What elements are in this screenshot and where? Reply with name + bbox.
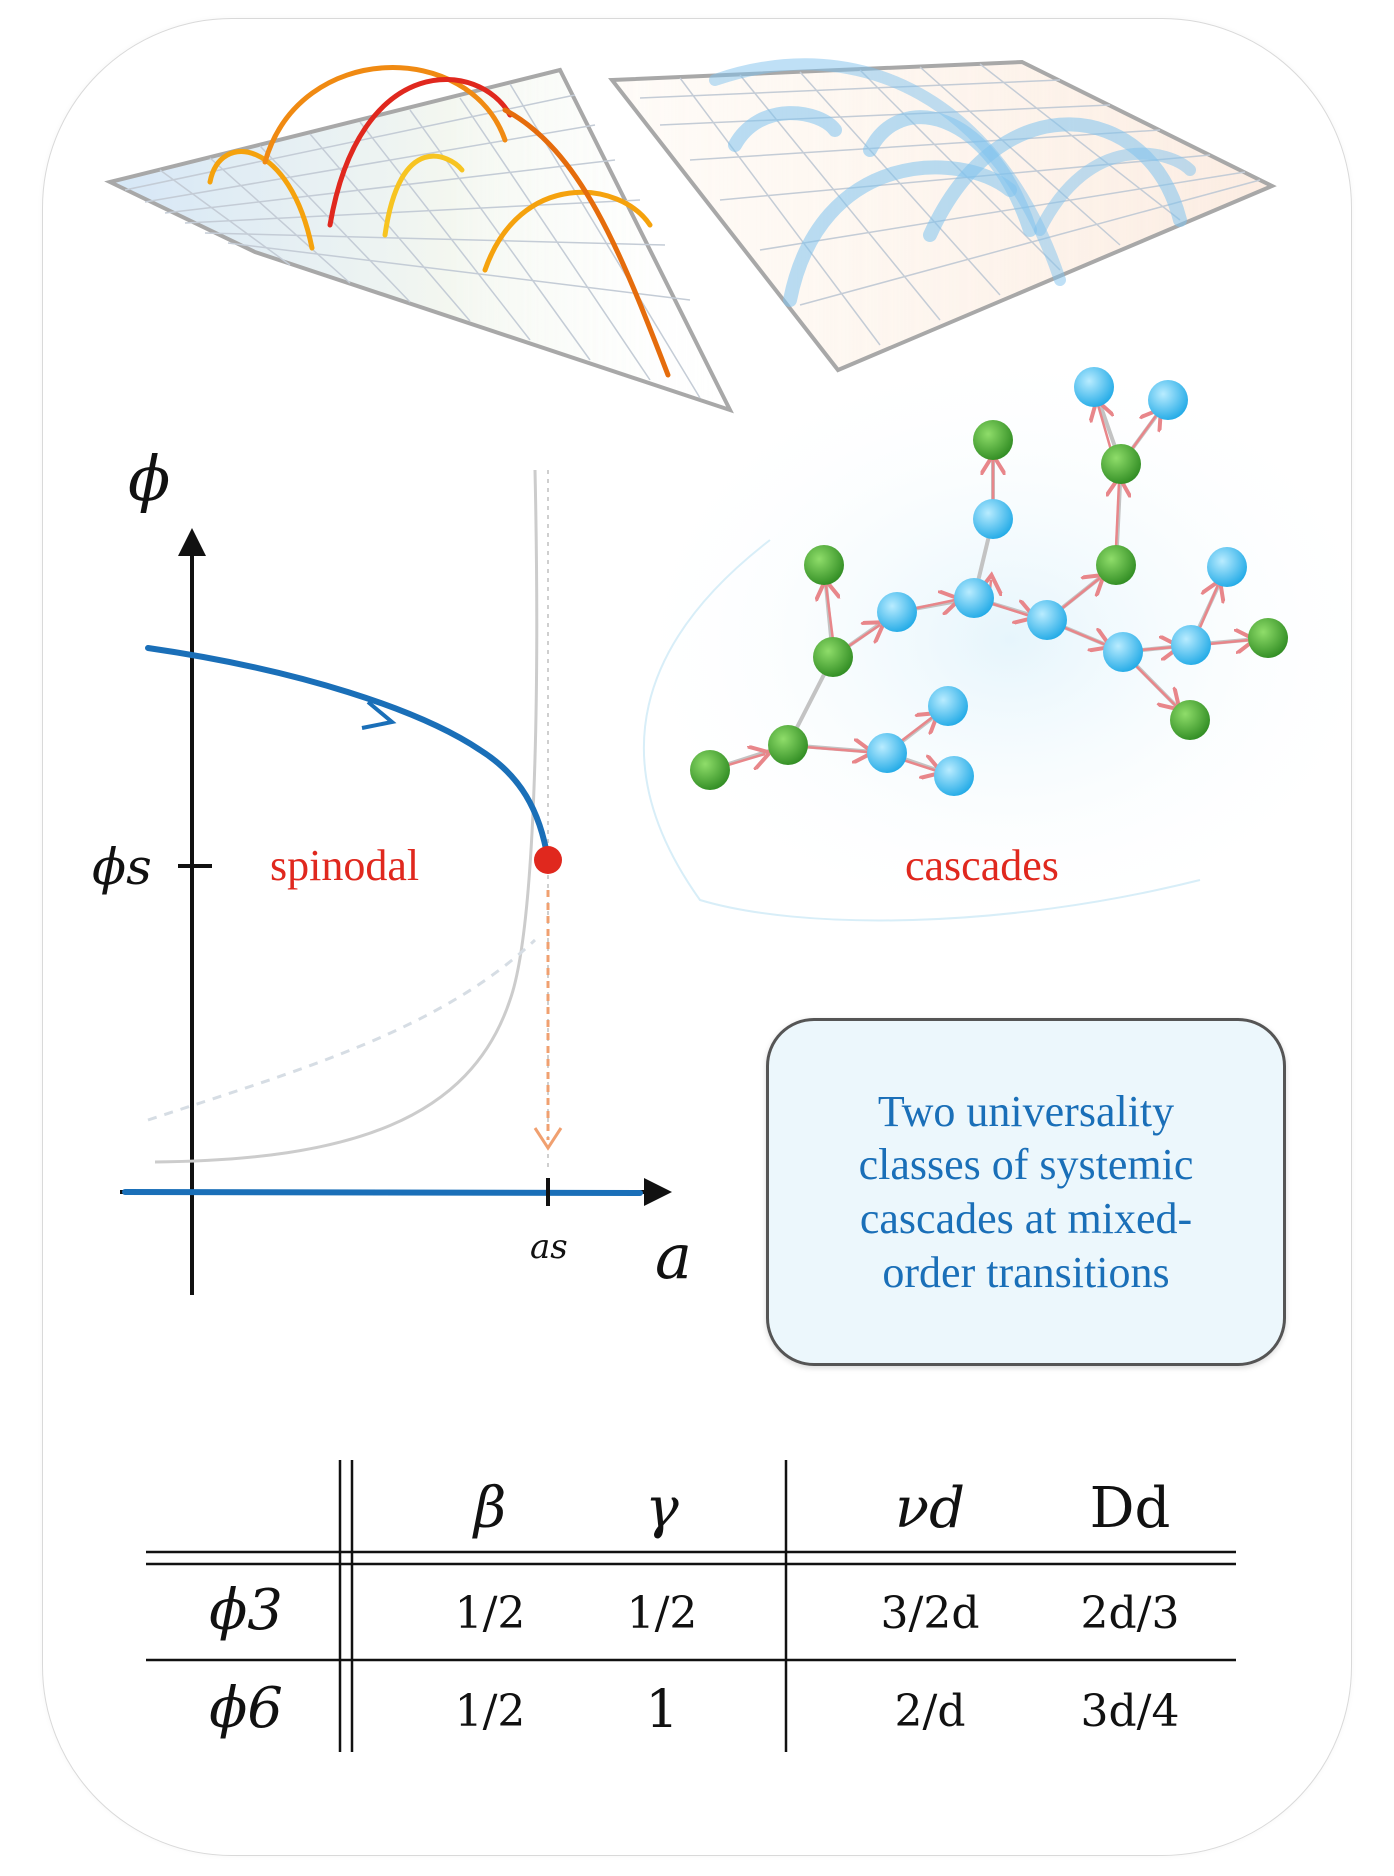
network-node xyxy=(1248,618,1288,658)
summary-line: Two universality xyxy=(877,1086,1175,1136)
spinodal-point xyxy=(534,846,562,874)
network-node xyxy=(1074,367,1114,407)
network-glow xyxy=(620,340,1394,940)
network-node xyxy=(973,420,1013,460)
row-label-phi3: ϕ3 xyxy=(209,1578,283,1643)
summary-line: cascades at mixed- xyxy=(859,1194,1193,1243)
network-node xyxy=(1171,625,1211,665)
table-rules xyxy=(146,1460,1236,1752)
figure-card xyxy=(42,18,1352,1856)
network-node xyxy=(877,592,917,632)
summary-box: Two universality classes of systemic cas… xyxy=(766,1018,1286,1366)
network-node xyxy=(768,725,808,765)
network-glow-edge xyxy=(643,539,1201,922)
zero-branch xyxy=(122,1189,643,1196)
left-cascade-arcs xyxy=(207,65,671,378)
lattice-illustration xyxy=(104,58,1277,414)
cell-beta: 1/2 xyxy=(454,1686,526,1737)
network-node xyxy=(804,545,844,585)
header-beta: β xyxy=(473,1476,507,1541)
header-nu: νd xyxy=(895,1476,965,1541)
order-parameter-curve xyxy=(145,645,551,863)
cascade-network: cascades xyxy=(620,340,1394,940)
row-label-phi6: ϕ6 xyxy=(209,1676,283,1741)
susceptibility-curve xyxy=(154,469,539,1164)
cell-beta: 1/2 xyxy=(454,1588,526,1639)
network-node xyxy=(690,750,730,790)
jump-arrowhead xyxy=(533,1127,563,1151)
network-node xyxy=(1101,444,1141,484)
network-node xyxy=(1027,600,1067,640)
x-tick-label: as xyxy=(530,1227,568,1267)
header-D: Dd xyxy=(1089,1476,1171,1541)
x-axis-arrow xyxy=(644,1178,672,1206)
y-tick-label: ϕs xyxy=(92,838,152,896)
network-node xyxy=(928,686,968,726)
spinodal-label: spinodal xyxy=(270,841,419,890)
unstable-branch-curve xyxy=(147,938,537,1122)
summary-text: Two universality classes of systemic cas… xyxy=(859,1085,1194,1300)
network-node xyxy=(1103,632,1143,672)
network-node xyxy=(934,756,974,796)
cell-D: 3d/4 xyxy=(1080,1686,1180,1737)
flow-direction-arrow xyxy=(361,700,397,730)
cell-gamma: 1 xyxy=(645,1680,679,1740)
cascades-label: cascades xyxy=(905,841,1059,890)
cell-gamma: 1/2 xyxy=(626,1588,698,1639)
network-node xyxy=(813,637,853,677)
network-node xyxy=(1207,547,1247,587)
left-lattice-plane xyxy=(104,67,734,414)
network-nodes xyxy=(690,367,1288,796)
right-cascade-ribbons xyxy=(709,58,1196,307)
phase-plot: ϕ a ϕs as spinodal xyxy=(92,442,692,1295)
header-gamma: γ xyxy=(645,1476,679,1541)
summary-line: classes of systemic xyxy=(858,1140,1194,1190)
network-node xyxy=(867,733,907,773)
network-node xyxy=(973,499,1013,539)
y-axis-arrow xyxy=(178,528,206,556)
cell-D: 2d/3 xyxy=(1080,1588,1180,1639)
y-axis-label: ϕ xyxy=(128,442,170,515)
x-axis-label: a xyxy=(655,1220,692,1293)
cell-nu: 2/d xyxy=(894,1686,966,1737)
cell-nu: 3/2d xyxy=(880,1588,980,1639)
network-node xyxy=(1170,700,1210,740)
summary-line: order transitions xyxy=(882,1247,1170,1297)
network-node xyxy=(954,578,994,618)
network-node xyxy=(1148,380,1188,420)
network-cascade-arrows xyxy=(717,405,1250,771)
network-node xyxy=(1096,545,1136,585)
